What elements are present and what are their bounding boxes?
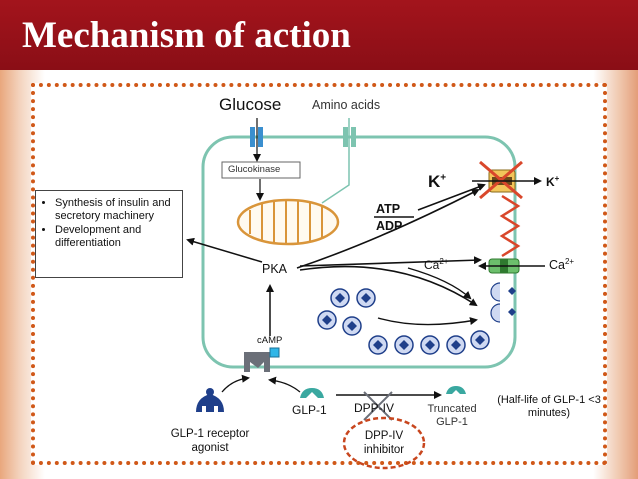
arrow-pka-granules	[299, 265, 478, 307]
arrow-ca-granules	[407, 267, 472, 300]
arrow-agonist-receptor	[221, 374, 250, 393]
mitochondrion	[236, 198, 340, 246]
label-receptor-agonist: GLP-1 receptor agonist	[170, 428, 250, 454]
beta-cell-membrane	[201, 135, 517, 369]
insulin-granules	[317, 288, 490, 355]
label-k-outside: K+	[546, 174, 560, 189]
ca-outside-charge: 2+	[564, 257, 575, 266]
label-adp: ADP	[376, 219, 403, 233]
label-pka: PKA	[262, 262, 288, 276]
label-k-inside: K+	[428, 173, 446, 190]
label-half-life: (Half-life of GLP-1 <3 minutes)	[497, 394, 601, 420]
arrow-granules-exocytosis	[377, 317, 478, 326]
effect-item: Development and differentiation	[55, 224, 177, 250]
label-amino-acids: Amino acids	[312, 98, 381, 112]
label-atp: ATP	[376, 202, 401, 216]
label-glucose: Glucose	[219, 95, 282, 114]
label-dpp4: DPP-IV	[354, 401, 395, 415]
k-inside-charge: +	[440, 172, 447, 184]
k-outside-symbol: K	[546, 175, 555, 189]
glucokinase-box	[221, 161, 301, 179]
arrow-pka-effects	[186, 237, 263, 263]
arrow-pka-k	[296, 189, 480, 269]
title-bar	[0, 0, 638, 70]
label-ca-inside: Ca2+	[424, 257, 449, 272]
ca-inside-symbol: Ca	[424, 258, 440, 272]
effect-item: Synthesis of insulin and secretory machi…	[55, 197, 177, 223]
label-glp1: GLP-1	[292, 403, 327, 417]
glp1-molecule	[300, 388, 324, 398]
dpp4-inhibitor-highlight	[342, 416, 426, 470]
label-camp: cAMP	[257, 335, 283, 346]
k-outside-charge: +	[554, 174, 560, 183]
glucose-transporter	[250, 127, 263, 147]
arrow-glp1-receptor	[268, 376, 301, 393]
truncated-glp1-molecule	[446, 386, 466, 394]
glp1-agonist-molecule	[196, 388, 224, 412]
amino-acid-transporter	[343, 127, 356, 147]
effects-list: Synthesis of insulin and secretory machi…	[44, 197, 177, 249]
ca-outside-symbol: Ca	[549, 258, 565, 273]
slide-title: Mechanism of action	[22, 15, 351, 56]
effects-box: Synthesis of insulin and secretory machi…	[35, 190, 183, 278]
label-glucokinase: Glucokinase	[228, 164, 281, 175]
depolarization-zigzag	[499, 194, 521, 258]
k-inside-symbol: K	[428, 172, 441, 191]
arrow-amino-in	[321, 118, 350, 204]
label-truncated-glp1: Truncated GLP-1	[427, 403, 477, 428]
ca-inside-charge: 2+	[439, 257, 449, 266]
glp1-receptor	[244, 347, 280, 372]
k-channel-blocked-cross	[479, 160, 523, 200]
arrow-pka-ca	[299, 256, 482, 267]
dpp4-inhibition-cross	[363, 391, 393, 421]
label-dpp4-inhibitor: DPP-IV inhibitor	[363, 430, 405, 456]
exocytosis-vesicles	[490, 282, 516, 323]
label-ca-outside: Ca2+	[549, 258, 574, 272]
